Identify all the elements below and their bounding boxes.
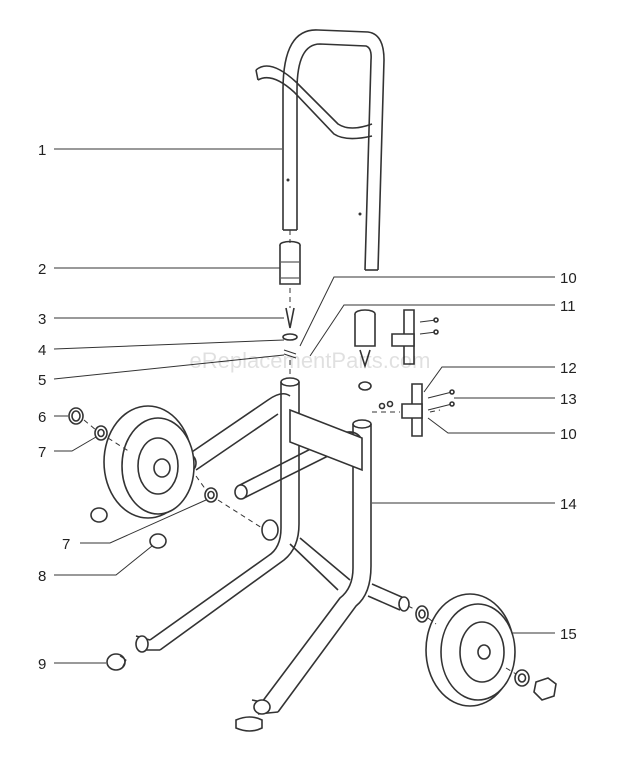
callout-10-bottom: 10 xyxy=(560,426,577,443)
callout-leader-lines xyxy=(53,148,555,664)
callout-11: 11 xyxy=(560,298,576,315)
callout-7-lower: 7 xyxy=(62,536,70,553)
handle-part-illustration xyxy=(255,29,385,271)
callout-9: 9 xyxy=(38,656,46,673)
callout-labels: 1 2 3 4 5 6 7 7 8 9 10 10 11 12 13 14 15 xyxy=(38,142,577,673)
callout-15: 15 xyxy=(560,626,577,643)
callout-10-top: 10 xyxy=(560,270,577,287)
callout-4: 4 xyxy=(38,342,46,359)
callout-13: 13 xyxy=(560,391,577,408)
callout-14: 14 xyxy=(560,496,577,513)
left-wheel-illustration xyxy=(68,405,263,671)
callout-12: 12 xyxy=(560,360,577,377)
pin-washer-spring-illustration xyxy=(282,307,298,378)
adapter-tube-part-illustration xyxy=(279,230,301,308)
callout-3: 3 xyxy=(38,311,46,328)
watermark-text: eReplacementParts.com xyxy=(190,348,431,373)
callout-7-left: 7 xyxy=(38,444,46,461)
callout-2: 2 xyxy=(38,261,46,278)
callout-1: 1 xyxy=(38,142,46,159)
callout-6: 6 xyxy=(38,409,46,426)
right-wheel-illustration xyxy=(235,593,557,732)
bracket-assembly-illustration xyxy=(354,309,455,437)
callout-5: 5 xyxy=(38,372,46,389)
callout-8: 8 xyxy=(38,568,46,585)
